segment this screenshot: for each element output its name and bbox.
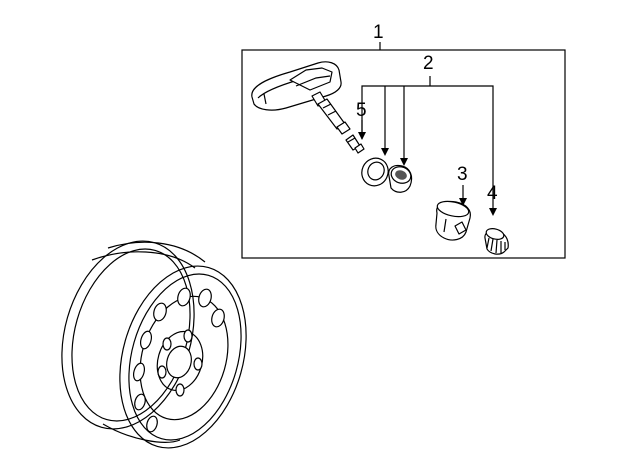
steel-wheel-icon [61, 240, 247, 449]
nut-icon [435, 200, 471, 241]
sensor-assembly-group [241, 42, 566, 259]
valve-cap-icon [484, 228, 509, 255]
callout-3-leader [459, 185, 467, 206]
callout-3-label: 3 [457, 164, 468, 185]
grommet-icon [388, 164, 413, 193]
callout-4-leader [489, 208, 497, 216]
callout-5-label: 5 [356, 100, 367, 121]
assembly-box [241, 49, 566, 259]
callout-5-leader [358, 120, 366, 140]
callout-1-label: 1 [373, 22, 384, 43]
callout-2-leader [361, 76, 494, 210]
tpms-sensor-icon [251, 61, 351, 135]
callout-2-label: 2 [423, 53, 434, 74]
seal-ring-icon [361, 157, 389, 187]
valve-core-icon [345, 134, 365, 154]
